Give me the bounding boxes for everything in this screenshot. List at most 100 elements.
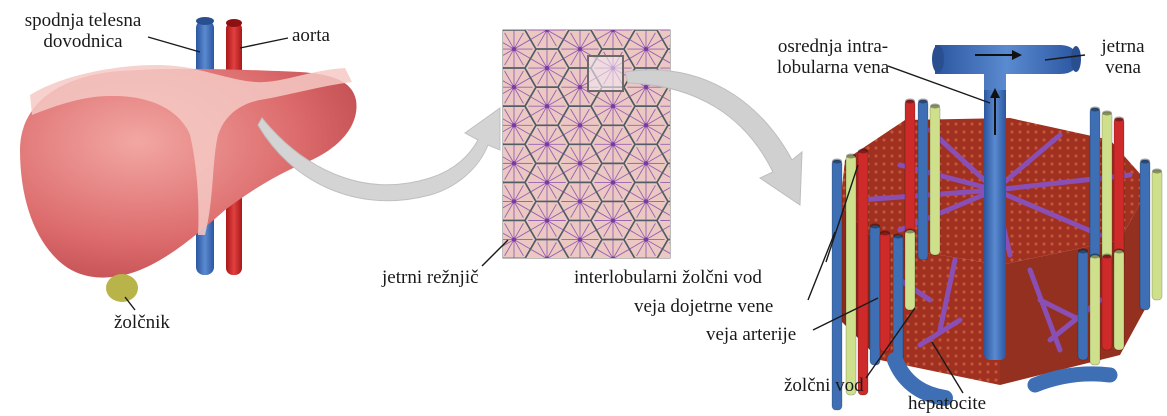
sinusoid-spoke bbox=[612, 143, 630, 155]
central-vein-dot bbox=[643, 161, 649, 166]
central-vein-dot bbox=[677, 218, 681, 222]
triad-vessel bbox=[879, 231, 891, 353]
lobule-hexagon bbox=[503, 30, 504, 32]
sinusoid-spoke bbox=[579, 201, 590, 218]
central-vein bbox=[984, 70, 1006, 360]
sinusoid-spoke bbox=[679, 211, 695, 220]
sinusoid-spoke bbox=[504, 146, 515, 164]
sinusoid-spoke bbox=[504, 86, 515, 104]
sinusoid-spoke bbox=[579, 223, 590, 240]
sinusoid-spoke bbox=[563, 124, 581, 135]
central-vein-dot bbox=[544, 218, 550, 223]
sinusoid-spoke bbox=[503, 48, 515, 56]
triad-vessel-opening bbox=[1140, 158, 1150, 164]
sinusoid-spoke bbox=[546, 210, 564, 221]
sinusoid-spoke bbox=[513, 115, 531, 126]
triad-vessel-opening bbox=[880, 230, 890, 236]
sinusoid-spoke bbox=[679, 204, 688, 220]
sinusoid-spoke bbox=[530, 143, 548, 155]
sinusoid-spoke bbox=[537, 204, 548, 221]
sinusoid-spoke bbox=[505, 278, 514, 294]
sinusoid-spoke bbox=[662, 58, 670, 64]
sinusoid-spoke bbox=[498, 2, 514, 11]
sinusoid-spoke bbox=[645, 124, 663, 135]
sinusoid-spoke bbox=[645, 239, 663, 250]
sinusoid-spoke bbox=[472, 204, 481, 220]
sinusoid-spoke bbox=[538, 0, 547, 8]
central-vein-dot bbox=[677, 104, 681, 108]
sinusoid-spoke bbox=[662, 110, 670, 116]
central-vein-dot bbox=[577, 84, 583, 90]
sinusoid-spoke bbox=[612, 127, 623, 145]
sinusoid-spoke bbox=[679, 249, 695, 258]
sinusoid-spoke bbox=[636, 108, 647, 126]
sinusoid-spoke bbox=[504, 185, 515, 202]
sinusoid-spoke bbox=[546, 143, 564, 155]
sinusoid-spoke bbox=[481, 0, 490, 8]
sinusoid-spoke bbox=[579, 146, 590, 164]
sinusoid-spoke bbox=[481, 221, 490, 237]
zoom-arrow-2 bbox=[624, 69, 803, 206]
sinusoid-spoke bbox=[636, 201, 647, 218]
central-vein-dot bbox=[677, 142, 681, 146]
sinusoid-spoke bbox=[546, 30, 547, 31]
sinusoid-spoke bbox=[563, 201, 581, 212]
leader-lines-right bbox=[807, 54, 1086, 394]
sinusoid-spoke bbox=[646, 11, 662, 20]
sinusoid-spoke bbox=[596, 105, 614, 116]
zoom-arrow-1 bbox=[257, 107, 501, 202]
sinusoid-spoke bbox=[636, 48, 647, 66]
sinusoid-spoke bbox=[645, 239, 656, 257]
sinusoid-spoke bbox=[537, 182, 548, 199]
sinusoid-spoke bbox=[537, 30, 548, 47]
sinusoid-spoke bbox=[547, 0, 556, 8]
sinusoid-spoke bbox=[669, 197, 670, 199]
sinusoid-spoke bbox=[481, 14, 490, 30]
sinusoid-spoke bbox=[613, 248, 630, 258]
sinusoid-spoke bbox=[679, 0, 688, 8]
sinusoid-spoke bbox=[612, 105, 623, 123]
lobule-hexagon bbox=[568, 30, 592, 31]
sinusoid-spoke bbox=[563, 115, 581, 126]
sinusoid-spoke bbox=[530, 220, 548, 231]
sinusoid-spoke bbox=[481, 68, 490, 84]
sinusoid-spoke bbox=[546, 58, 564, 69]
sinusoid-spoke bbox=[537, 165, 548, 183]
liver-body bbox=[20, 68, 357, 278]
sinusoid-spoke bbox=[645, 125, 656, 142]
sinusoid-spoke bbox=[579, 115, 597, 126]
sinusoid-spoke bbox=[498, 268, 514, 277]
central-vein-dot bbox=[577, 46, 583, 52]
sinusoid-spoke bbox=[563, 48, 581, 59]
sinusoid-spoke bbox=[481, 173, 497, 182]
sinusoid-spoke bbox=[645, 223, 656, 240]
triad-vessel-opening bbox=[1152, 168, 1162, 174]
sinusoid-spoke bbox=[505, 11, 514, 27]
sinusoid-spoke bbox=[596, 248, 613, 258]
sinusoid-spoke bbox=[570, 163, 581, 180]
sinusoid-spoke bbox=[662, 248, 670, 254]
sinusoid-spoke bbox=[513, 201, 524, 218]
lobule-hexagon bbox=[656, 30, 670, 50]
sinusoid-spoke bbox=[612, 144, 623, 161]
triad-vessel bbox=[1101, 111, 1113, 263]
central-vein-dot bbox=[479, 256, 483, 260]
central-vein-dot bbox=[677, 180, 681, 184]
central-vein-dot bbox=[479, 218, 483, 222]
sinusoid-spoke bbox=[546, 127, 557, 145]
sinusoid-spoke bbox=[679, 52, 688, 68]
sinusoid-spoke bbox=[465, 59, 481, 68]
sinusoid-spoke bbox=[612, 96, 630, 107]
sinusoid-spoke bbox=[504, 201, 515, 218]
sinusoid-spoke bbox=[662, 225, 670, 231]
sinusoid-spoke bbox=[612, 30, 623, 47]
sinusoid-spoke bbox=[637, 11, 646, 27]
central-vein-dot bbox=[511, 84, 517, 90]
sinusoid-spoke bbox=[481, 182, 497, 191]
sinusoid-spoke bbox=[580, 2, 596, 11]
sinusoid-spoke bbox=[645, 162, 663, 174]
sinusoid-spoke bbox=[513, 201, 531, 212]
sinusoid-spoke bbox=[645, 163, 656, 180]
central-vein-dot bbox=[577, 199, 583, 204]
sinusoid-spoke bbox=[546, 220, 564, 231]
